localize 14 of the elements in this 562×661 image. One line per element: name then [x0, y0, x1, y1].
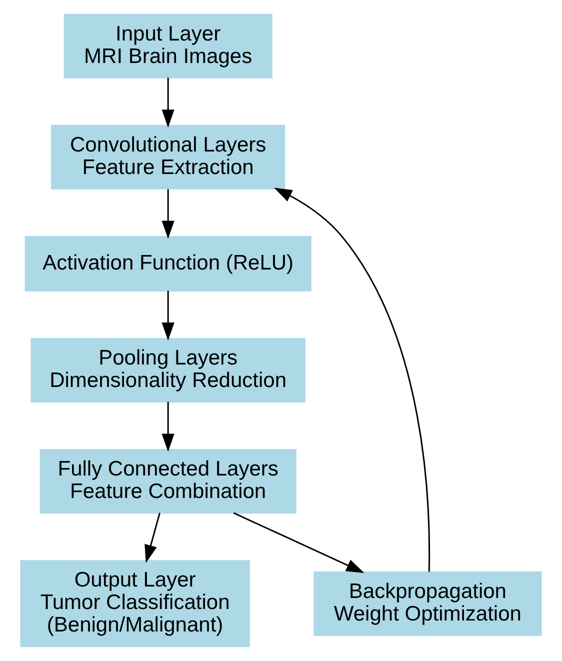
arrow [162, 290, 174, 341]
arrow [274, 188, 430, 572]
node-box: Backpropagation Weight Optimization [314, 571, 542, 636]
node-box: Fully Connected Layers Feature Combination [40, 449, 296, 514]
node-box: Activation Function (ReLU) [24, 236, 312, 292]
arrow [233, 512, 364, 573]
arrow [162, 189, 174, 239]
arrow [144, 512, 160, 563]
arrow [162, 78, 174, 128]
node-box: Convolutional Layers Feature Extraction [51, 124, 286, 190]
node-box: Input Layer MRI Brain Images [64, 14, 272, 78]
node-box: Output Layer Tumor Classification (Benign/Malignant) [20, 560, 250, 648]
arrow [162, 402, 174, 452]
node-box: Pooling Layers Dimensionality Reduction [30, 338, 306, 403]
